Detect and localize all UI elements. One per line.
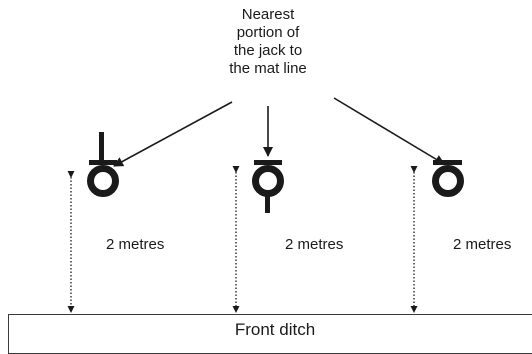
jack-1	[87, 132, 119, 197]
jack-stem	[265, 195, 270, 213]
jack-stem	[99, 132, 104, 162]
jack-wheel	[432, 165, 464, 197]
jack-wheel	[87, 165, 119, 197]
jack-placement-diagram	[67, 97, 464, 313]
callout-arrow-left	[113, 101, 233, 167]
front-ditch-label: Front ditch	[234, 320, 316, 339]
distance-label-2: 2 metres	[285, 236, 344, 253]
callout-line: the mat line	[229, 60, 307, 77]
distance-label-1: 2 metres	[106, 236, 165, 253]
jack-3	[432, 160, 464, 197]
distance-label-3: 2 metres	[453, 236, 512, 253]
jack-bar	[254, 160, 282, 165]
jack-bar	[89, 160, 117, 165]
callout-arrow-right	[333, 97, 445, 165]
callout-line: Nearest	[241, 6, 295, 23]
front-ditch: Front ditch	[8, 314, 532, 354]
jack-bar	[433, 160, 462, 165]
callout-line: the jack to	[233, 42, 303, 59]
callout-line: portion of	[236, 24, 300, 41]
callout-label: Nearest portion of the jack to the mat l…	[208, 6, 328, 78]
jack-2	[252, 160, 284, 213]
jack-wheel	[252, 165, 284, 197]
